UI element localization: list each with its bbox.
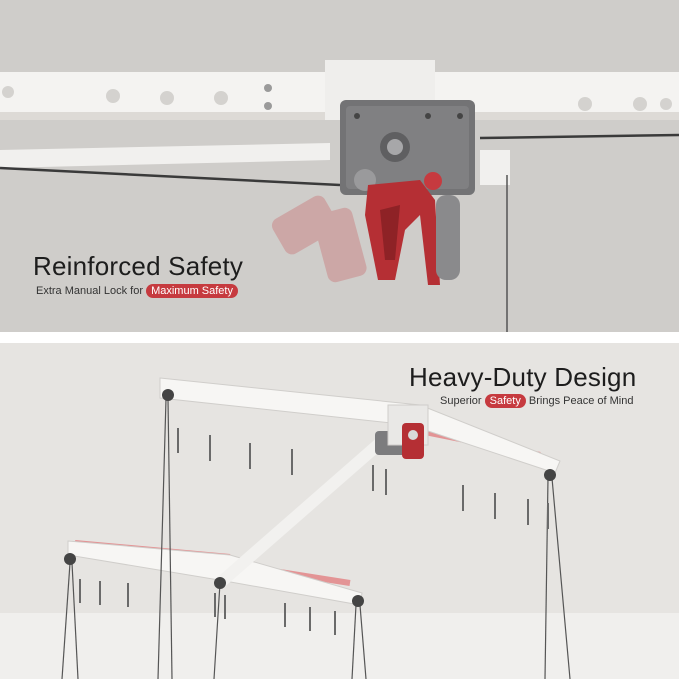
bottom-subtitle-prefix: Superior (440, 395, 482, 407)
lock-mechanism-illustration (0, 60, 679, 332)
top-subtitle: Extra Manual Lock for Maximum Safety (36, 284, 238, 298)
ceiling-rack-illustration (0, 377, 679, 679)
mounting-screws (79, 428, 549, 635)
top-panel: Reinforced Safety Extra Manual Lock for … (0, 0, 679, 332)
pulley-block (436, 195, 460, 280)
bottom-subtitle: Superior Safety Brings Peace of Mind (440, 394, 633, 408)
manual-lock-lever (365, 172, 442, 285)
bottom-subtitle-highlight: Safety (484, 394, 526, 408)
motor-unit (375, 404, 429, 459)
pulley (162, 389, 174, 401)
bottom-subtitle-suffix: Brings Peace of Mind (528, 395, 634, 407)
top-subtitle-text: Extra Manual Lock for (36, 285, 143, 297)
cable (0, 166, 341, 187)
top-title: Reinforced Safety (33, 251, 244, 281)
ghost-lock-positions (271, 195, 367, 283)
top-subtitle-highlight: Maximum Safety (146, 284, 238, 298)
bottom-title: Heavy-Duty Design (409, 362, 637, 392)
section-divider (0, 332, 679, 343)
bottom-panel: Heavy-Duty Design Superior Safety Brings… (0, 343, 679, 679)
cross-bar (216, 438, 384, 588)
lower-rail (0, 143, 330, 168)
